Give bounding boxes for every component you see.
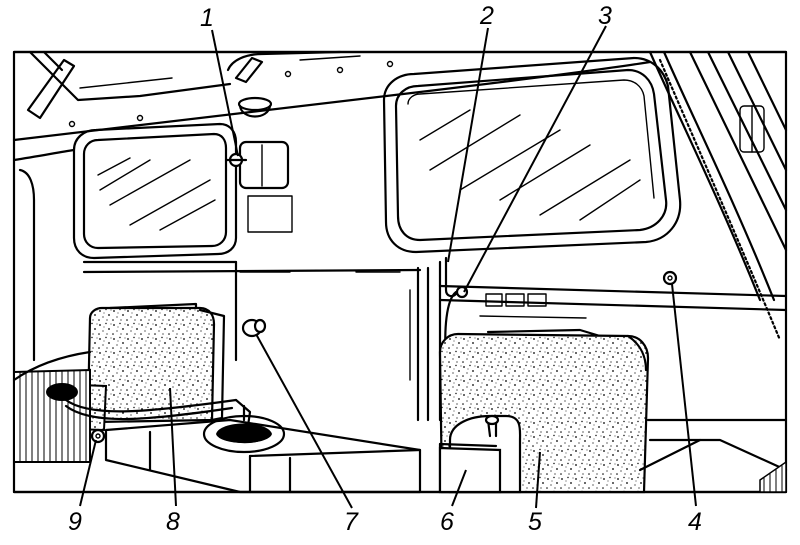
leader-2 [447, 27, 489, 263]
leader-4 [671, 283, 697, 507]
leader-6 [451, 469, 467, 507]
left-window [12, 122, 238, 362]
center-console [104, 404, 422, 494]
fitting-9 [90, 428, 106, 444]
handle-2 [444, 256, 458, 298]
rear-view-mirror [238, 140, 293, 233]
callout-8: 8 [166, 508, 180, 536]
leader-9 [79, 439, 97, 507]
partition-wall [82, 260, 788, 422]
callout-5: 5 [528, 508, 542, 536]
callout-4: 4 [688, 508, 702, 536]
gear-lever [46, 383, 252, 428]
callout-labels: 1 2 3 4 5 6 7 8 9 [68, 2, 702, 536]
leader-7 [255, 333, 353, 509]
leader-1 [211, 29, 239, 157]
knob-7 [241, 318, 267, 338]
callout-9: 9 [68, 508, 82, 536]
left-seat [12, 302, 226, 463]
right-window [382, 56, 682, 254]
leader-3 [463, 25, 607, 293]
callout-6: 6 [440, 508, 454, 536]
callout-7: 7 [344, 508, 359, 536]
right-door-frame [648, 50, 788, 342]
window-latch [224, 152, 248, 168]
roof-hatch-right [226, 50, 394, 84]
callout-2: 2 [479, 2, 494, 30]
right-seat [438, 328, 788, 494]
leader-8 [169, 387, 177, 507]
bolt-4 [662, 270, 678, 286]
leader-5 [535, 451, 541, 509]
callout-1: 1 [200, 4, 214, 32]
dome-light [237, 96, 273, 118]
callout-3: 3 [598, 2, 612, 30]
leader-lines [79, 25, 697, 509]
roof-hatch-left [26, 50, 232, 128]
